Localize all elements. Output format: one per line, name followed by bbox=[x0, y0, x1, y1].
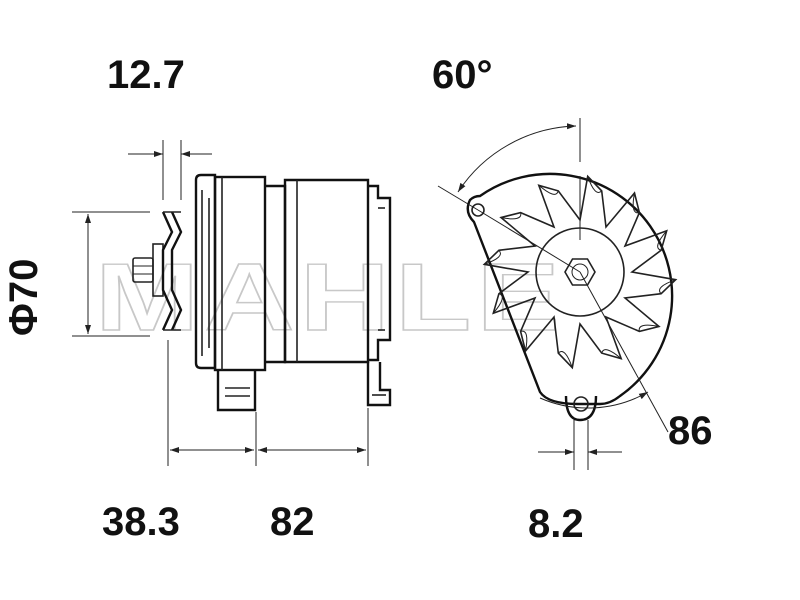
fan-blade-hook bbox=[587, 176, 603, 193]
top-mounting-hole bbox=[471, 203, 485, 217]
dimension-label-bottom-middle: 82 bbox=[270, 500, 315, 544]
fan-blades bbox=[482, 174, 678, 370]
rear-housing bbox=[265, 178, 392, 364]
fan-blade-hook bbox=[601, 349, 622, 360]
fan-blade-hook bbox=[557, 351, 573, 368]
side-view-dimension-lines bbox=[72, 140, 369, 466]
pulley bbox=[152, 211, 183, 331]
dimension-label-top-left: 12.7 bbox=[107, 53, 185, 97]
dimension-label-bottom-left: 38.3 bbox=[102, 500, 180, 544]
mounting-feet bbox=[216, 362, 392, 412]
front-view-dimension-lines bbox=[437, 118, 669, 470]
fan-blade-hook bbox=[500, 212, 522, 220]
dimension-label-bottom-right: 8.2 bbox=[528, 502, 584, 546]
dimension-label-top-right: 60° bbox=[432, 53, 493, 97]
dimension-label-left-vertical: Φ70 bbox=[2, 259, 46, 336]
dimension-label-right: 86 bbox=[668, 409, 713, 453]
fan-blade-outline bbox=[482, 174, 678, 370]
front-housing bbox=[194, 173, 267, 372]
fan-blade-hook bbox=[638, 324, 660, 332]
fan-blade-hook bbox=[492, 293, 503, 314]
fan-blade-hook bbox=[657, 230, 668, 251]
fan-blade-hook bbox=[520, 330, 528, 352]
fan-blade-hook bbox=[484, 249, 501, 265]
fan-blade-hook bbox=[659, 279, 676, 295]
fan-blade-hook bbox=[632, 192, 640, 214]
side-view bbox=[132, 173, 392, 412]
